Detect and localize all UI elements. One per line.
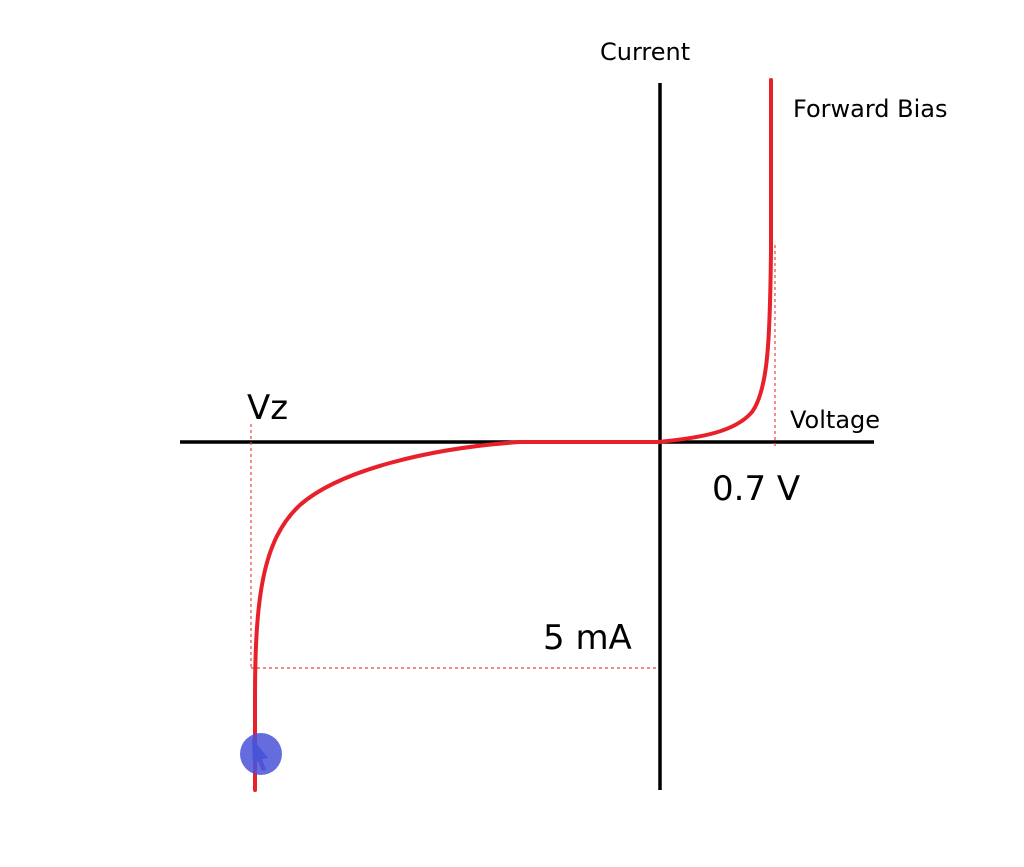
knee-voltage-label: 0.7 V (712, 469, 800, 509)
zener-voltage-label: Vz (247, 388, 288, 428)
current-axis-label: Current (600, 38, 690, 66)
voltage-axis-label: Voltage (790, 406, 880, 434)
test-current-label: 5 mA (543, 618, 632, 658)
forward-bias-label: Forward Bias (793, 95, 948, 123)
mouse-cursor-highlight-icon (240, 733, 282, 775)
forward-bias-curve (656, 78, 773, 444)
cursor-arrow-icon (252, 738, 268, 771)
reverse-breakdown-curve (253, 440, 660, 792)
